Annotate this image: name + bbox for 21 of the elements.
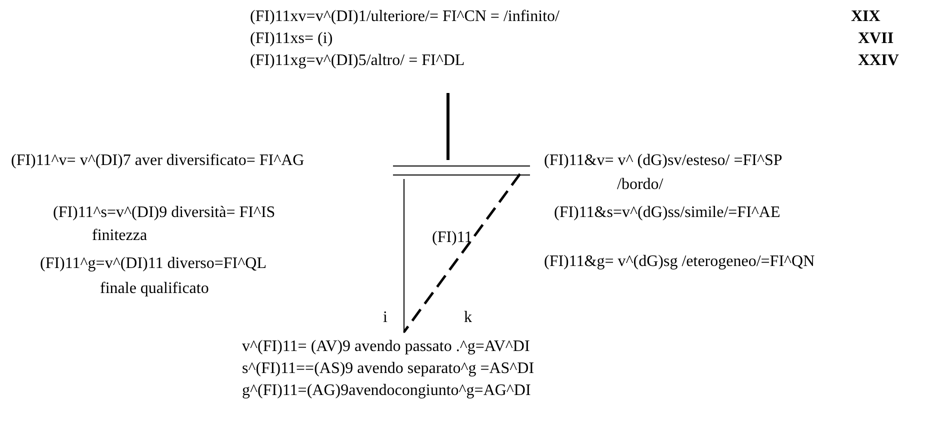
formula-text: v^(FI)11= (AV)9 avendo passato .^g=AV^DI	[242, 338, 530, 356]
formula-text: k	[464, 309, 472, 327]
formula-text: i	[383, 309, 388, 327]
formula-text: finitezza	[92, 227, 148, 245]
formula-text: (FI)11xs= (i)	[250, 30, 333, 48]
formula-text: (FI)11&s=v^(dG)ss/simile/=FI^AE	[554, 204, 780, 222]
roman-numeral: XXIV	[858, 52, 899, 70]
formula-text: finale qualificato	[100, 280, 209, 298]
formula-text: (FI)11^s=v^(DI)9 diversità= FI^IS	[53, 204, 276, 222]
formula-text: (FI)11&g= v^(dG)sg /eterogeneo/=FI^QN	[544, 253, 815, 271]
formula-text: (FI)11xv=v^(DI)1/ulteriore/= FI^CN = /infinito/	[250, 8, 560, 26]
formula-text: (FI)11xg=v^(DI)5/altro/ = FI^DL	[250, 52, 465, 70]
formula-text: (FI)11^g=v^(DI)11 diverso=FI^QL	[40, 255, 266, 273]
formula-text: g^(FI)11=(AG)9avendocongiunto^g=AG^DI	[242, 382, 531, 400]
roman-numeral: XIX	[851, 8, 880, 26]
formula-text: (FI)11	[432, 229, 472, 247]
formula-text: (FI)11&v= v^ (dG)sv/esteso/ =FI^SP	[544, 152, 782, 170]
formula-text: s^(FI)11==(AS)9 avendo separato^g =AS^DI	[242, 360, 534, 378]
formula-text: /bordo/	[617, 176, 664, 194]
roman-numeral: XVII	[858, 30, 894, 48]
formula-text: (FI)11^v= v^(DI)7 aver diversificato= FI^AG	[11, 152, 304, 170]
